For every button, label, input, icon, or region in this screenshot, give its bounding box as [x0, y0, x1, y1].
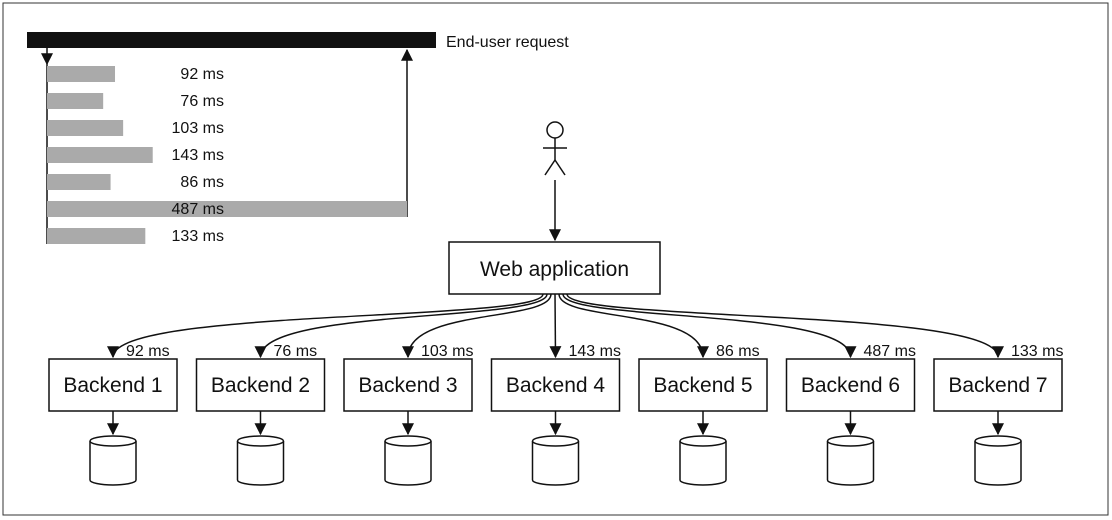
webapp-to-backend-arrow	[254, 293, 548, 359]
end-user-request-bar	[27, 32, 436, 48]
latency-bar-label: 133 ms	[172, 228, 224, 245]
backend-label: Backend 3	[358, 374, 457, 397]
backend-label: Backend 1	[63, 374, 162, 397]
backend-latency-label: 133 ms	[1011, 343, 1063, 360]
end-user-request-label: End-user request	[446, 34, 569, 51]
backend-box	[638, 358, 768, 412]
database-cylinder-icon	[531, 435, 580, 486]
latency-bar	[47, 174, 111, 190]
database-cylinder-icon	[384, 435, 432, 486]
backend-box	[343, 358, 473, 412]
webapp-to-backend-arrow	[402, 293, 552, 359]
web-application-box	[448, 241, 661, 295]
latency-bar-label: 487 ms	[172, 201, 224, 218]
database-cylinder-icon	[826, 435, 875, 486]
database-cylinder-icon	[236, 435, 285, 486]
latency-bar	[47, 228, 146, 244]
backend-box	[785, 358, 916, 412]
backend-latency-label: 76 ms	[274, 343, 318, 360]
backend-latency-label: 86 ms	[716, 343, 760, 360]
backend-label: Backend 7	[948, 374, 1047, 397]
latency-bar-label: 103 ms	[172, 120, 224, 137]
backend-latency-label: 103 ms	[421, 343, 473, 360]
backend-latency-label: 487 ms	[864, 343, 916, 360]
database-cylinder-icon	[974, 435, 1022, 486]
database-cylinder-icon	[89, 435, 137, 486]
latency-bar	[47, 120, 124, 136]
backends-row: 92 ms Backend 1 76 ms Backend 2 103 ms Backen…	[48, 293, 1063, 486]
backend-latency-label: 143 ms	[569, 343, 621, 360]
latency-bar	[47, 93, 104, 109]
latency-bar	[47, 201, 407, 217]
backend-box	[48, 358, 178, 412]
latency-bar	[47, 147, 153, 163]
latency-bar-label: 76 ms	[180, 93, 224, 110]
webapp-to-backend-arrow	[549, 293, 562, 359]
backend-box	[195, 358, 326, 412]
backend-latency-label: 92 ms	[126, 343, 170, 360]
backend-label: Backend 4	[506, 374, 606, 397]
backend-label: Backend 2	[211, 374, 310, 397]
latency-bars: 92 ms 76 ms 103 ms 143 ms 86 ms 487 ms 133 ms	[47, 66, 407, 245]
backend-box	[490, 358, 621, 412]
backend-label: Backend 5	[653, 374, 752, 397]
stick-figure-icon	[543, 121, 567, 176]
backend-box	[933, 358, 1063, 412]
web-application-label: Web application	[480, 258, 629, 281]
webapp-to-backend-arrow	[562, 293, 857, 359]
database-cylinder-icon	[679, 435, 727, 486]
webapp-to-backend-arrow	[558, 293, 709, 359]
backend-label: Backend 6	[801, 374, 900, 397]
latency-bar-label: 86 ms	[180, 174, 224, 191]
webapp-to-backend-arrow	[566, 293, 1004, 359]
latency-bar-label: 92 ms	[180, 66, 224, 83]
latency-bar-label: 143 ms	[172, 147, 224, 164]
latency-bar	[47, 66, 116, 82]
webapp-to-backend-arrow	[107, 293, 544, 359]
